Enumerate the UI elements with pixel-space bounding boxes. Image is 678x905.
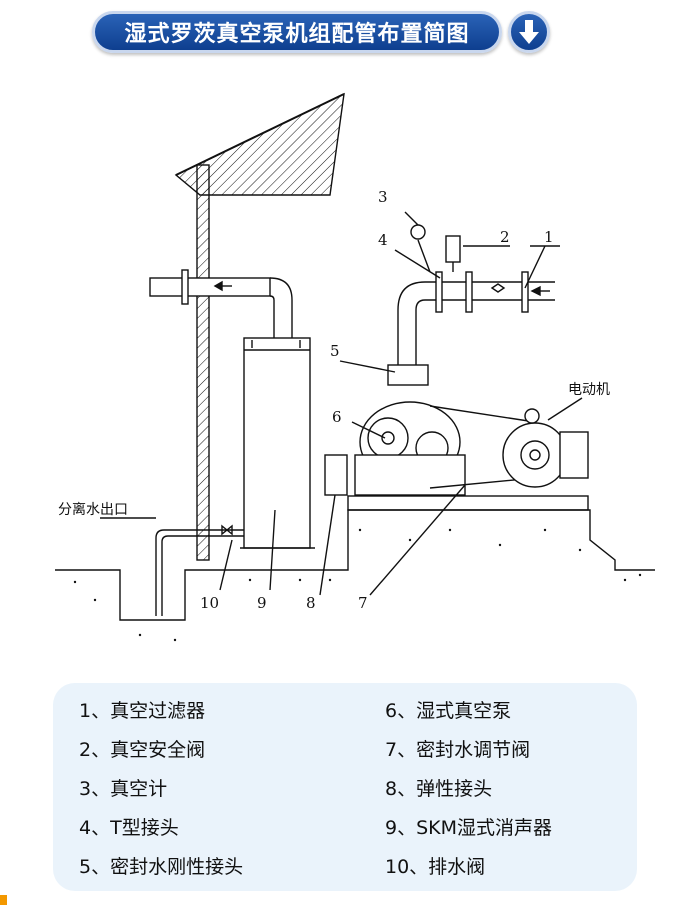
legend-item: 6、湿式真空泵	[385, 700, 512, 722]
vacuum-gauge	[410, 224, 426, 240]
piping-diagram: 3 4 2 1 5 6 电动机 分离水出口 10 9 8 7	[55, 92, 655, 642]
callout-1: 1	[544, 228, 554, 246]
riser-pipe	[397, 281, 555, 365]
title-banner: 湿式罗茨真空泵机组配管布置简图	[92, 11, 502, 53]
legend-item: 10、排水阀	[385, 856, 486, 878]
silencer	[243, 337, 311, 549]
outlet-label: 分离水出口	[58, 501, 128, 518]
drain-valve	[221, 524, 233, 536]
callout-2: 2	[500, 228, 510, 246]
legend-item: 7、密封水调节阀	[385, 739, 531, 761]
callout-3: 3	[378, 188, 388, 206]
callout-7: 7	[358, 594, 368, 612]
callout-8: 8	[306, 594, 316, 612]
arrow-down-icon	[508, 11, 550, 53]
legend-item: 5、密封水刚性接头	[79, 856, 244, 878]
page-title: 湿式罗茨真空泵机组配管布置简图	[124, 22, 470, 47]
inlet-pipe-left	[149, 277, 271, 297]
callout-5: 5	[330, 342, 340, 360]
flexible-joint	[324, 454, 348, 496]
callout-10: 10	[200, 594, 219, 612]
legend-item: 1、真空过滤器	[79, 700, 206, 722]
callout-9: 9	[257, 594, 267, 612]
legend-panel: 1、真空过滤器 2、真空安全阀 3、真空计 4、T型接头 5、密封水刚性接头 6…	[53, 683, 637, 891]
callout-6: 6	[332, 408, 342, 426]
legend-item: 9、SKM湿式消声器	[385, 817, 553, 839]
legend-item: 2、真空安全阀	[79, 739, 206, 761]
legend-item: 3、真空计	[79, 778, 168, 800]
ground-speckles	[73, 528, 642, 642]
wall	[196, 164, 210, 561]
callout-4: 4	[378, 231, 388, 249]
motor-label: 电动机	[568, 382, 610, 398]
ground	[55, 509, 655, 621]
legend-item: 8、弹性接头	[385, 778, 493, 800]
safety-valve	[445, 235, 461, 263]
base-frame	[347, 495, 589, 511]
corner-mark	[0, 895, 7, 905]
legend-item: 4、T型接头	[79, 817, 179, 839]
